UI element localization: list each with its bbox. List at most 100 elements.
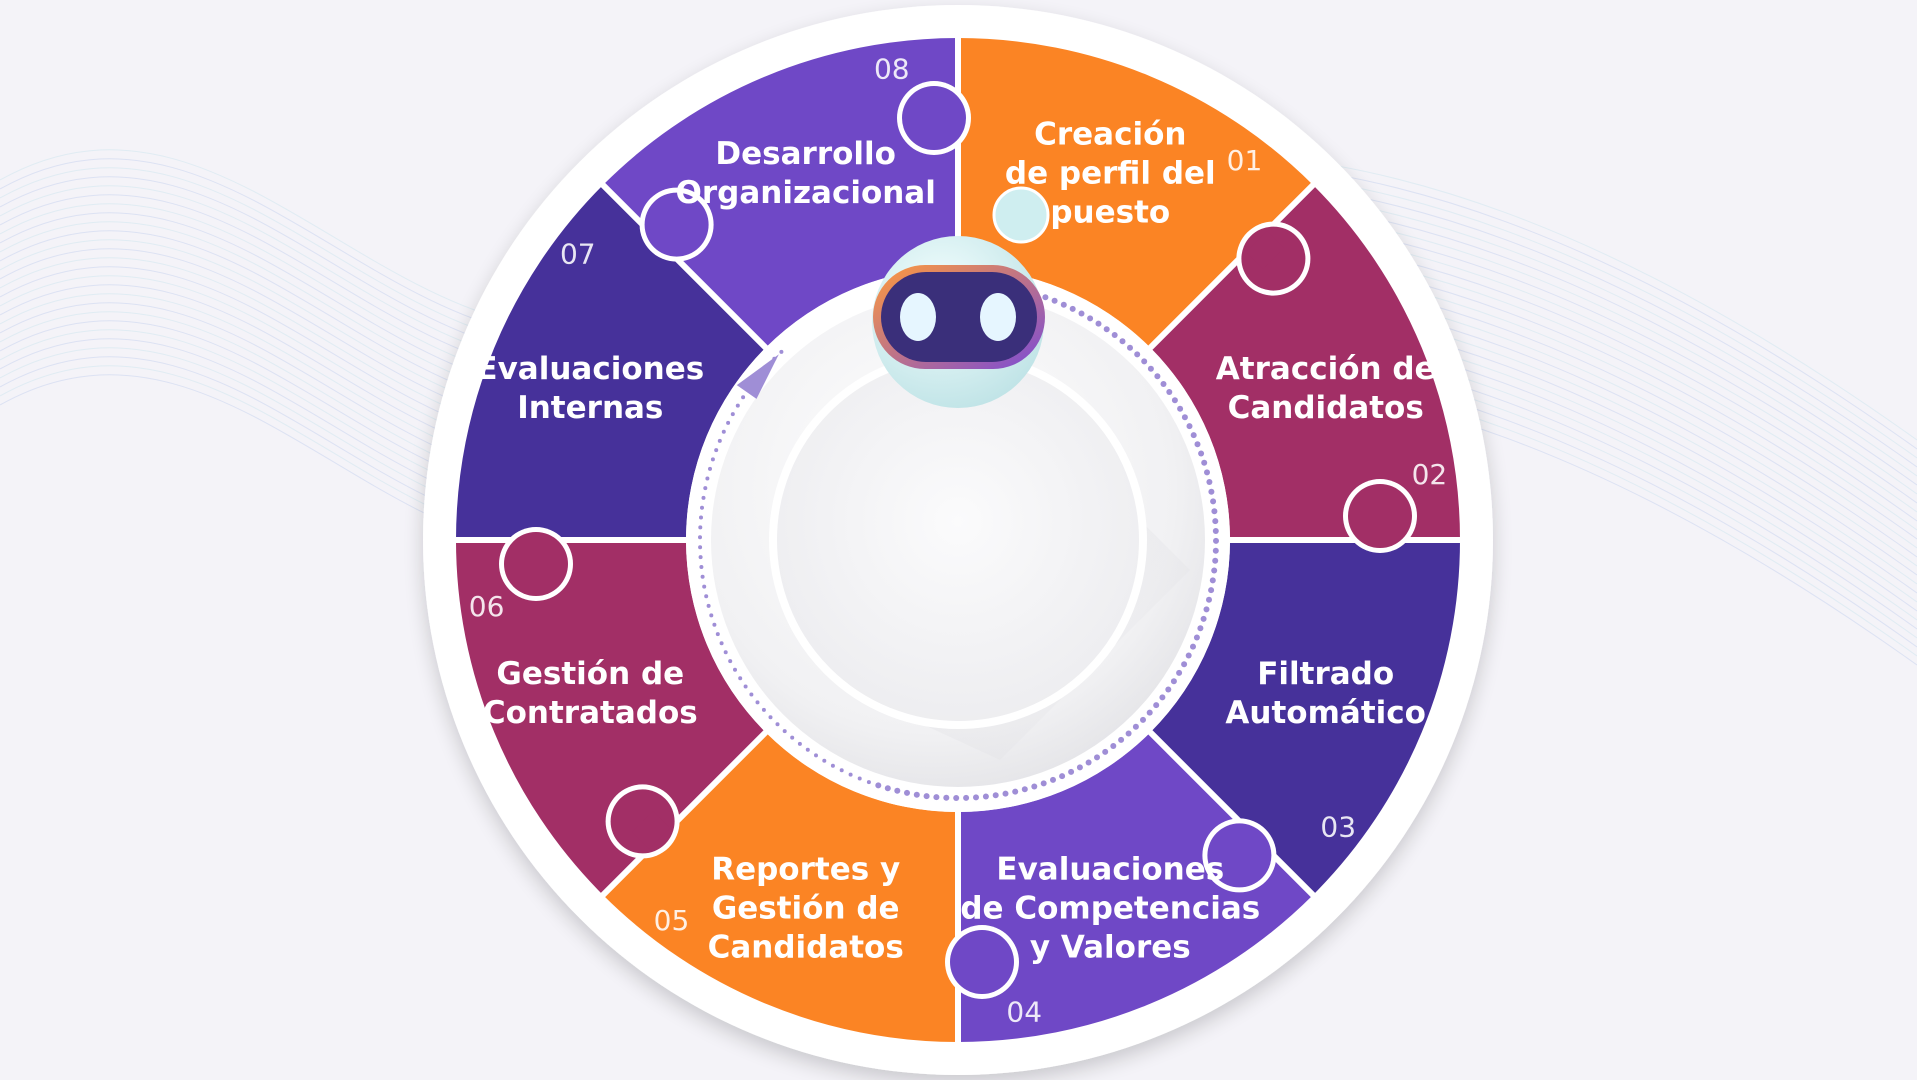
cycle-dot bbox=[733, 667, 737, 672]
segment-divider bbox=[1146, 728, 1317, 899]
cycle-dot bbox=[704, 594, 709, 599]
cycle-dot bbox=[797, 741, 802, 746]
cycle-dot bbox=[1190, 643, 1196, 650]
step-number-02: 02 bbox=[1412, 458, 1448, 491]
cycle-dot bbox=[1050, 776, 1056, 783]
cycle-dot bbox=[698, 555, 703, 560]
cycle-dot bbox=[1125, 730, 1132, 737]
cycle-dot bbox=[814, 753, 818, 758]
cycle-dot bbox=[904, 789, 910, 796]
step-title-line: Gestión de bbox=[496, 656, 684, 692]
puzzle-tab-neck bbox=[1245, 230, 1284, 270]
segment-divider bbox=[1146, 181, 1317, 352]
cycle-dot bbox=[1186, 423, 1193, 430]
cycle-dot bbox=[703, 486, 708, 491]
step-title-line: Contratados bbox=[483, 695, 698, 731]
cycle-dot bbox=[1193, 634, 1200, 641]
cycle-dot bbox=[1170, 678, 1177, 685]
cycle-dot bbox=[705, 476, 710, 481]
cycle-dot bbox=[1209, 577, 1216, 584]
cycle-dot bbox=[721, 429, 726, 434]
cycle-dot bbox=[701, 495, 706, 500]
cycle-dot bbox=[710, 457, 715, 462]
cycle-dot bbox=[973, 794, 979, 801]
cycle-dot bbox=[866, 780, 871, 785]
cycle-dot bbox=[1185, 652, 1192, 659]
step-title-line: Creación bbox=[1034, 116, 1186, 152]
cycle-dot bbox=[1206, 596, 1212, 603]
cycle-arrowhead bbox=[736, 354, 779, 399]
cycle-dot bbox=[726, 420, 731, 425]
cycle-dot bbox=[749, 692, 754, 697]
cycle-dot bbox=[839, 768, 844, 773]
cycle-dot bbox=[699, 515, 703, 520]
cycle-dot bbox=[1213, 537, 1219, 544]
cycle-dot bbox=[775, 722, 780, 727]
step-title-line: Candidatos bbox=[708, 930, 904, 966]
cycle-dot bbox=[755, 700, 760, 705]
cycle-dot bbox=[1085, 759, 1092, 766]
cycle-dot bbox=[1154, 373, 1161, 380]
center-inner-circle bbox=[769, 351, 1147, 729]
cycle-dot bbox=[1078, 310, 1085, 317]
cycle-dot bbox=[1176, 669, 1183, 676]
cycle-dot bbox=[1204, 469, 1210, 476]
robot-icon bbox=[872, 186, 1050, 408]
cycle-dot bbox=[768, 715, 773, 720]
cycle-dot bbox=[1127, 344, 1133, 351]
cycle-dot bbox=[743, 684, 748, 689]
cycle-dot bbox=[1103, 326, 1110, 333]
cycle-dot bbox=[1140, 716, 1146, 723]
cycle-dot bbox=[1111, 332, 1118, 338]
cycle-dot bbox=[1210, 498, 1217, 505]
step-title-line: Organizacional bbox=[676, 175, 936, 211]
cycle-dot bbox=[1119, 338, 1126, 345]
step-number-03: 03 bbox=[1320, 811, 1356, 844]
cycle-dot bbox=[699, 565, 704, 569]
cycle-dot bbox=[790, 735, 795, 740]
cycle-dot bbox=[738, 676, 743, 681]
puzzle-tab bbox=[1241, 226, 1306, 291]
cycle-dot bbox=[708, 466, 712, 471]
cycle-dot bbox=[1208, 488, 1215, 495]
cycle-dot bbox=[698, 525, 703, 530]
step-number-05: 05 bbox=[654, 904, 690, 937]
segments-group bbox=[454, 36, 1462, 1044]
cycle-dot bbox=[1206, 479, 1213, 485]
cycle-dot bbox=[1212, 557, 1219, 564]
cycle-dot bbox=[848, 772, 853, 777]
step-title-line: y Valores bbox=[1030, 930, 1191, 966]
cycle-dot bbox=[1203, 606, 1210, 613]
cycle-dot bbox=[706, 603, 711, 608]
cycle-dot bbox=[1118, 736, 1125, 743]
cycle-dot bbox=[1021, 786, 1028, 793]
cycle-dot bbox=[1190, 432, 1197, 439]
cycle-dot bbox=[717, 438, 722, 443]
cycle-dot bbox=[1208, 587, 1215, 594]
step-number-08: 08 bbox=[874, 53, 910, 86]
cycle-dot bbox=[1197, 625, 1204, 632]
cycle-dot bbox=[884, 785, 891, 792]
step-title-line: Gestión de bbox=[712, 891, 900, 927]
cycle-dot bbox=[1153, 702, 1160, 709]
cycle-dot bbox=[709, 613, 714, 618]
cycle-dot bbox=[1051, 297, 1058, 304]
step-title-line: de Competencias bbox=[960, 891, 1260, 927]
step-title-line: Desarrollo bbox=[715, 136, 896, 172]
cycle-dot bbox=[953, 795, 960, 801]
puzzle-tab bbox=[610, 789, 675, 854]
cycle-dot bbox=[702, 584, 707, 589]
segment-divider bbox=[599, 728, 770, 899]
step-number-07: 07 bbox=[560, 238, 596, 271]
cycle-dot bbox=[805, 747, 810, 752]
cycle-dot bbox=[1076, 764, 1083, 771]
step-title-line: Automático bbox=[1225, 695, 1426, 731]
